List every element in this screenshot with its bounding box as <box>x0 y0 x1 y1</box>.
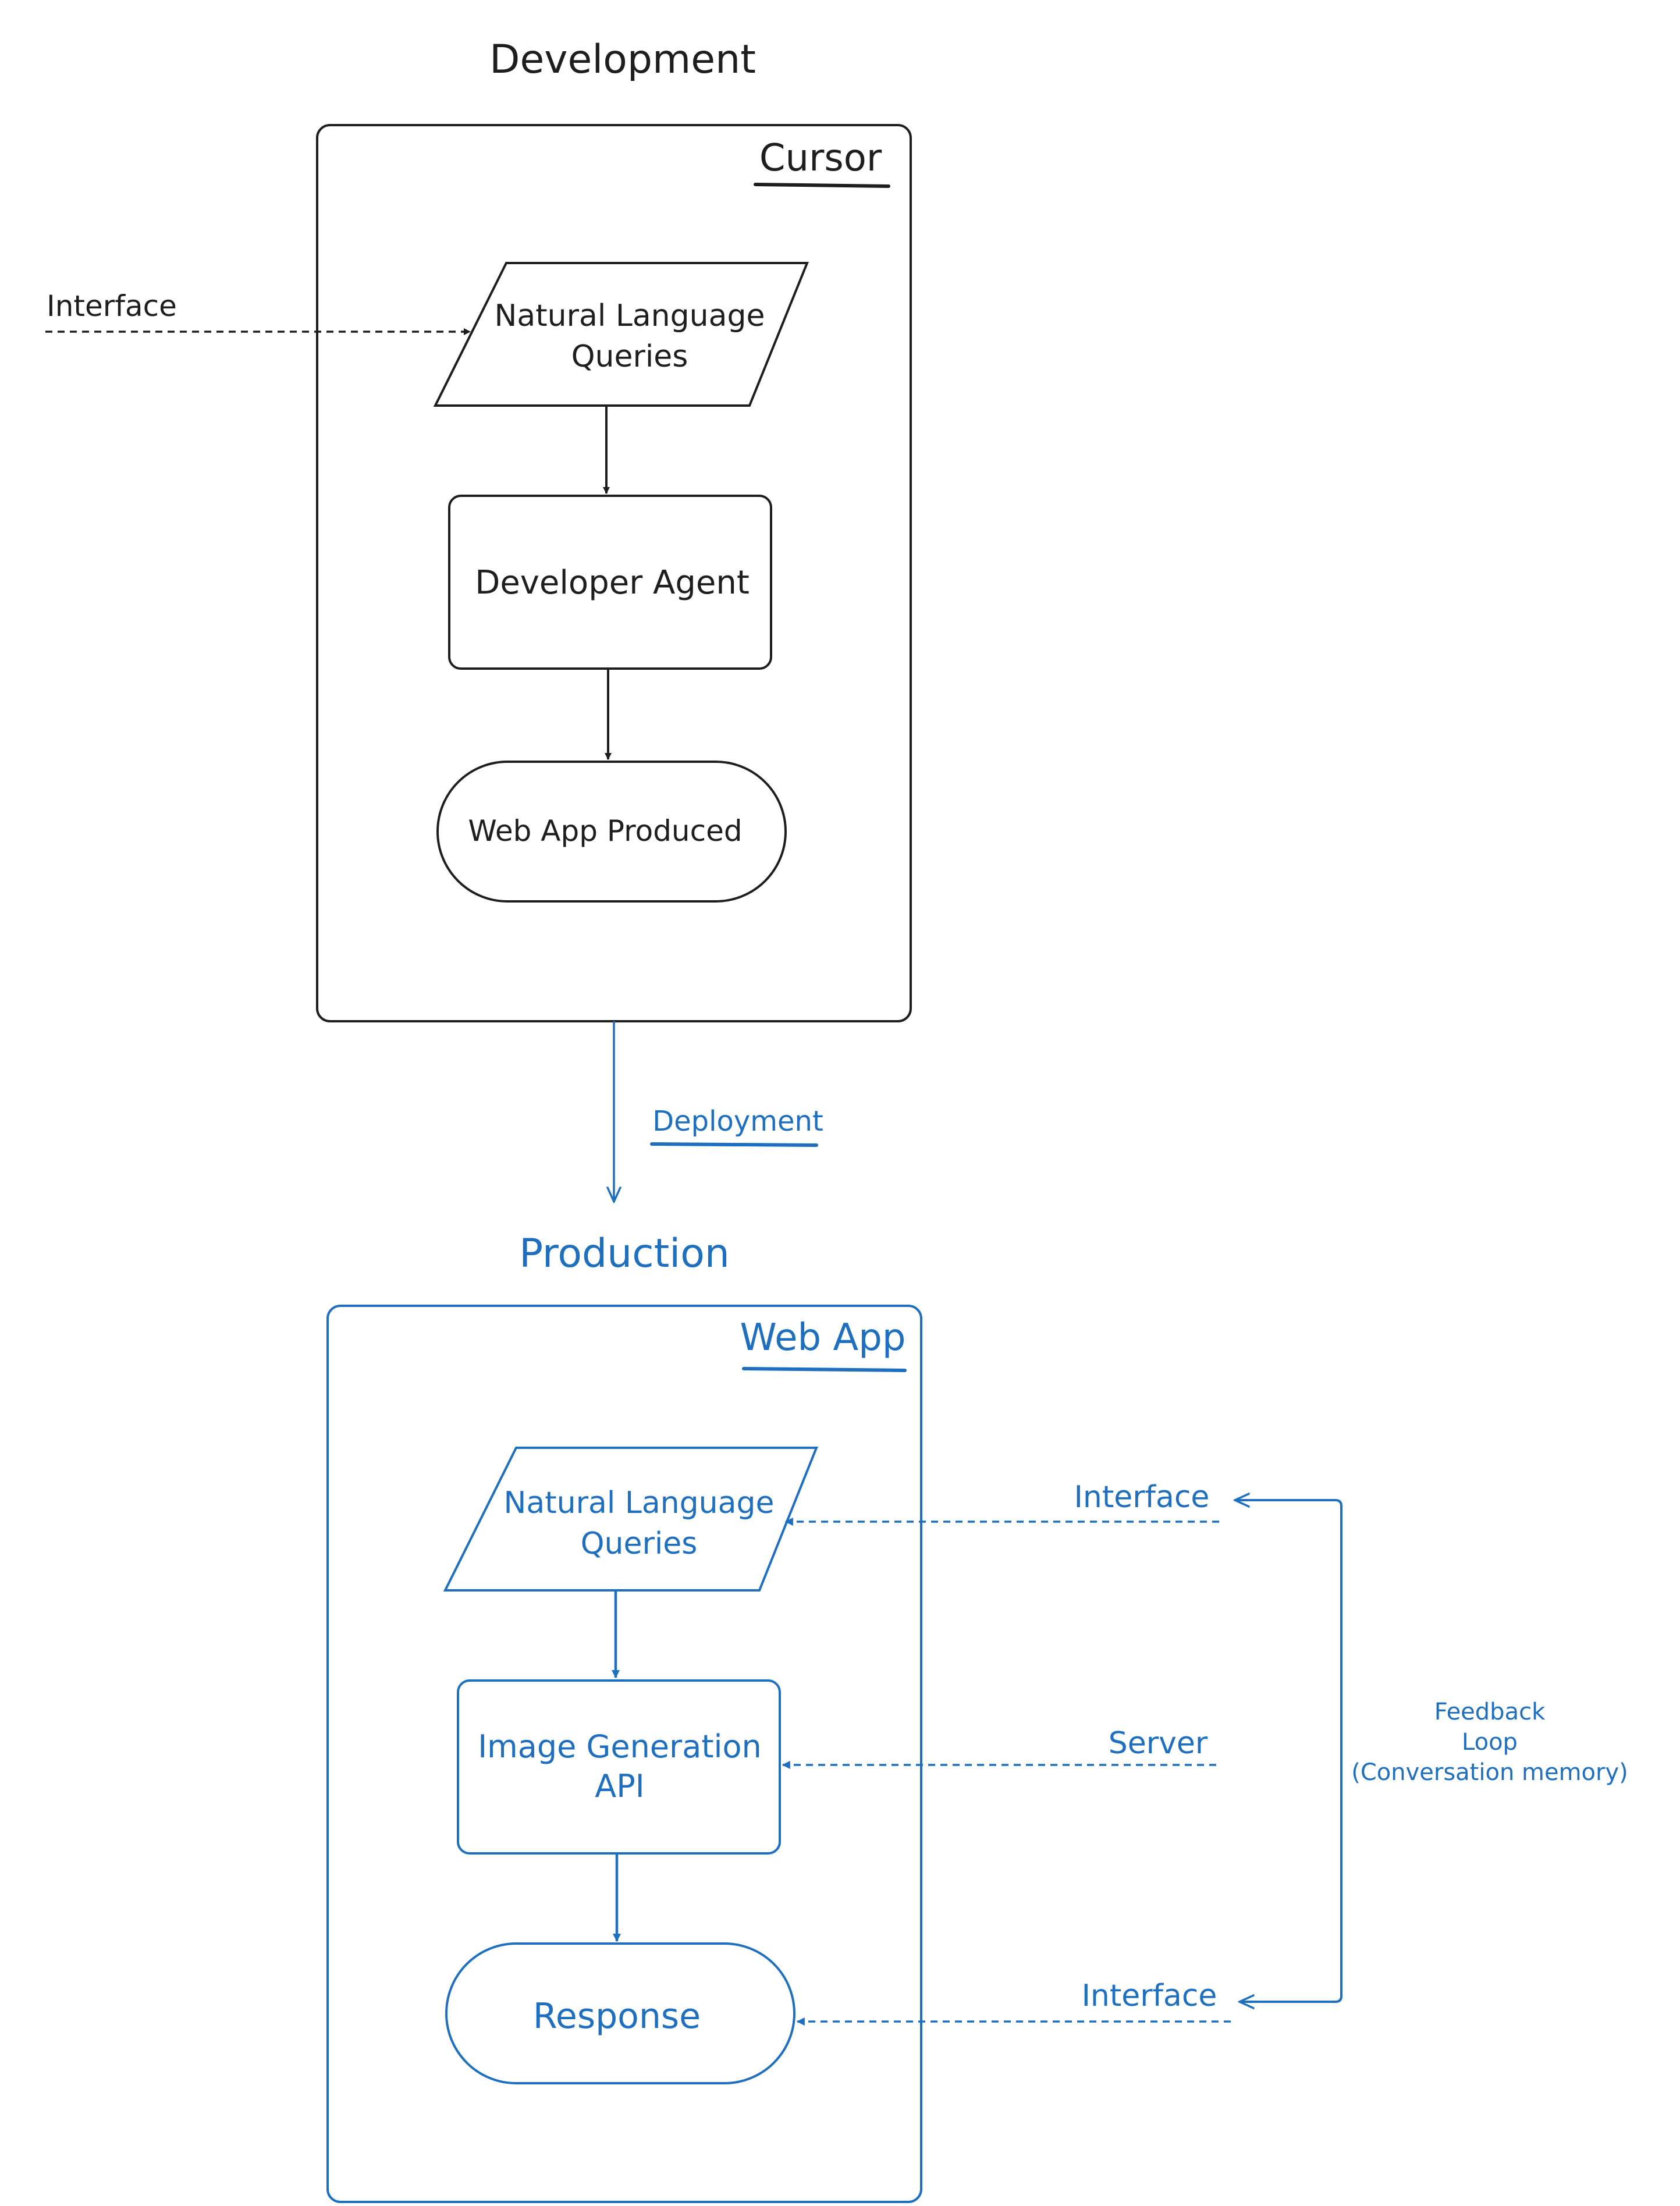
dev-queries-input-shape <box>433 262 809 407</box>
web-app-container <box>326 1305 922 2203</box>
feedback-loop-arrow <box>1235 1500 1342 2003</box>
response-terminator <box>445 1942 795 2084</box>
response-label: Response <box>533 1996 701 2037</box>
dev-queries-line2: Queries <box>571 339 688 374</box>
image-generation-api-box <box>457 1679 781 1855</box>
prod-queries-line1: Natural Language <box>504 1486 775 1521</box>
api-line1: Image Generation <box>478 1728 762 1765</box>
web-app-produced-terminator <box>436 761 787 903</box>
developer-agent-label: Developer Agent <box>475 564 750 602</box>
cursor-label-underline <box>754 183 890 188</box>
web-app-label: Web App <box>740 1316 906 1359</box>
developer-agent-box <box>448 495 772 670</box>
dev-queries-line1: Natural Language <box>495 299 765 333</box>
feedback-line1: Feedback <box>1434 1699 1546 1725</box>
prod-queries-input-shape <box>443 1447 818 1592</box>
web-app-produced-label: Web App Produced <box>468 814 742 848</box>
prod-queries-line2: Queries <box>581 1526 698 1561</box>
cursor-label: Cursor <box>759 137 882 180</box>
interface-top-label: Interface <box>1074 1480 1210 1515</box>
production-title: Production <box>519 1231 730 1277</box>
feedback-line2: Loop <box>1462 1729 1518 1756</box>
dev-interface-label: Interface <box>47 289 177 323</box>
development-title: Development <box>489 37 756 83</box>
web-app-label-underline <box>742 1367 907 1372</box>
api-line2: API <box>595 1768 644 1804</box>
interface-bottom-label: Interface <box>1082 1978 1217 2013</box>
feedback-line3: (Conversation memory) <box>1351 1759 1628 1786</box>
deployment-label-underline <box>650 1142 818 1147</box>
server-label: Server <box>1109 1726 1208 1761</box>
deployment-label: Deployment <box>652 1105 823 1138</box>
